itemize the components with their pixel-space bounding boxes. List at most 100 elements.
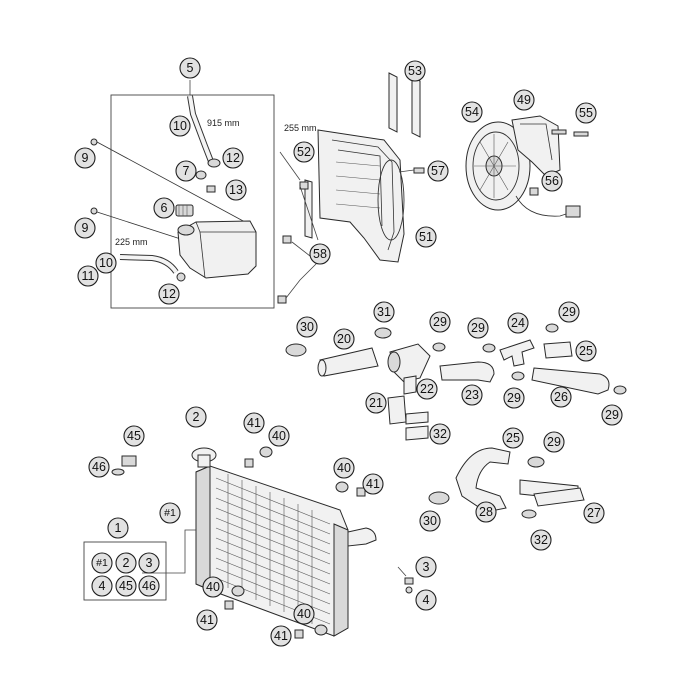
svg-text:25: 25 [579, 344, 593, 358]
svg-text:225 mm: 225 mm [115, 237, 148, 247]
hose-21 [387, 395, 407, 425]
callout-20: 20 [333, 328, 355, 350]
overflow-tank-group-frame [110, 94, 275, 309]
callout-9: 9 [74, 147, 96, 169]
svg-text:58: 58 [313, 247, 327, 261]
svg-text:4: 4 [423, 593, 430, 607]
fan-screw [551, 129, 589, 137]
callout-6: 6 [153, 197, 175, 219]
callout-hash-1: #1 [159, 502, 181, 524]
svg-text:40: 40 [297, 607, 311, 621]
svg-text:45: 45 [127, 429, 141, 443]
radiator [195, 465, 349, 637]
callout-23: 23 [461, 384, 483, 406]
radiator-cap-neck [191, 447, 217, 468]
hose-28 [455, 447, 511, 513]
radiator-kit-box [83, 541, 167, 601]
svg-text:7: 7 [183, 164, 190, 178]
svg-text:#1: #1 [96, 557, 108, 569]
leader-line [279, 151, 301, 181]
svg-text:55: 55 [579, 106, 593, 120]
kit-item-46: 46 [138, 575, 160, 597]
hose-23 [439, 361, 495, 383]
callout-21: 21 [365, 392, 387, 414]
leader-line [285, 261, 319, 299]
callout-7: 7 [175, 160, 197, 182]
svg-text:13: 13 [229, 183, 243, 197]
svg-text:40: 40 [337, 461, 351, 475]
hose-clamp [207, 158, 221, 168]
seal-strip [388, 72, 421, 138]
callout-1: 1 [107, 517, 129, 539]
svg-text:41: 41 [200, 613, 214, 627]
leader-line [397, 566, 407, 577]
svg-text:10: 10 [99, 256, 113, 270]
svg-text:29: 29 [433, 315, 447, 329]
svg-text:40: 40 [272, 429, 286, 443]
svg-text:45: 45 [119, 579, 133, 593]
svg-text:25: 25 [506, 431, 520, 445]
leader-line [291, 241, 311, 257]
callout-10: 10 [95, 252, 117, 274]
rubber-grommet [259, 446, 273, 458]
svg-text:5: 5 [187, 61, 194, 75]
clamp-29 [527, 456, 545, 468]
clamp-30 [428, 491, 450, 505]
callout-24: 24 [507, 312, 529, 334]
side-strip [304, 179, 313, 239]
fan-shroud [317, 129, 405, 263]
callout-40: 40 [202, 576, 224, 598]
svg-text:30: 30 [423, 514, 437, 528]
svg-text:41: 41 [366, 477, 380, 491]
drain-screw [404, 577, 414, 594]
callout-12: 12 [222, 147, 244, 169]
callout-54: 54 [461, 101, 483, 123]
callout-40: 40 [333, 457, 355, 479]
callout-5: 5 [179, 57, 201, 79]
clamp-29 [545, 323, 559, 333]
callout-27: 27 [583, 502, 605, 524]
callout-11: 11 [77, 265, 99, 287]
clamp-31 [374, 327, 392, 339]
svg-text:29: 29 [507, 391, 521, 405]
svg-text:29: 29 [547, 435, 561, 449]
hose-26 [531, 367, 610, 395]
kit-item-45: 45 [115, 575, 137, 597]
callout-22: 22 [416, 378, 438, 400]
callout-41: 41 [270, 625, 292, 647]
callout-29: 29 [429, 311, 451, 333]
y-piece-24 [499, 339, 535, 367]
callout-30: 30 [296, 316, 318, 338]
svg-text:53: 53 [408, 64, 422, 78]
callout-31: 31 [373, 301, 395, 323]
svg-text:9: 9 [82, 151, 89, 165]
callout-40: 40 [268, 425, 290, 447]
svg-text:40: 40 [206, 580, 220, 594]
svg-text:2: 2 [193, 410, 200, 424]
callout-4: 4 [415, 589, 437, 611]
svg-text:27: 27 [587, 506, 601, 520]
callout-29: 29 [503, 387, 525, 409]
callout-45: 45 [123, 425, 145, 447]
svg-text:32: 32 [534, 533, 548, 547]
callout-55: 55 [575, 102, 597, 124]
kit-item-hash-1: #1 [91, 552, 113, 574]
svg-text:915 mm: 915 mm [207, 118, 240, 128]
rubber-grommet [335, 481, 349, 493]
callout-58: 58 [309, 243, 331, 265]
svg-text:22: 22 [420, 382, 434, 396]
svg-text:56: 56 [545, 174, 559, 188]
leader-line [142, 529, 196, 574]
svg-text:9: 9 [82, 221, 89, 235]
clamp-29 [613, 385, 627, 395]
svg-text:4: 4 [99, 579, 106, 593]
svg-text:2: 2 [123, 556, 130, 570]
callout-41: 41 [243, 412, 265, 434]
callout-12: 12 [158, 283, 180, 305]
svg-text:#1: #1 [164, 507, 176, 519]
clamp-29 [482, 343, 496, 353]
svg-text:21: 21 [369, 396, 383, 410]
temp-sensor [111, 455, 137, 476]
svg-text:57: 57 [431, 164, 445, 178]
